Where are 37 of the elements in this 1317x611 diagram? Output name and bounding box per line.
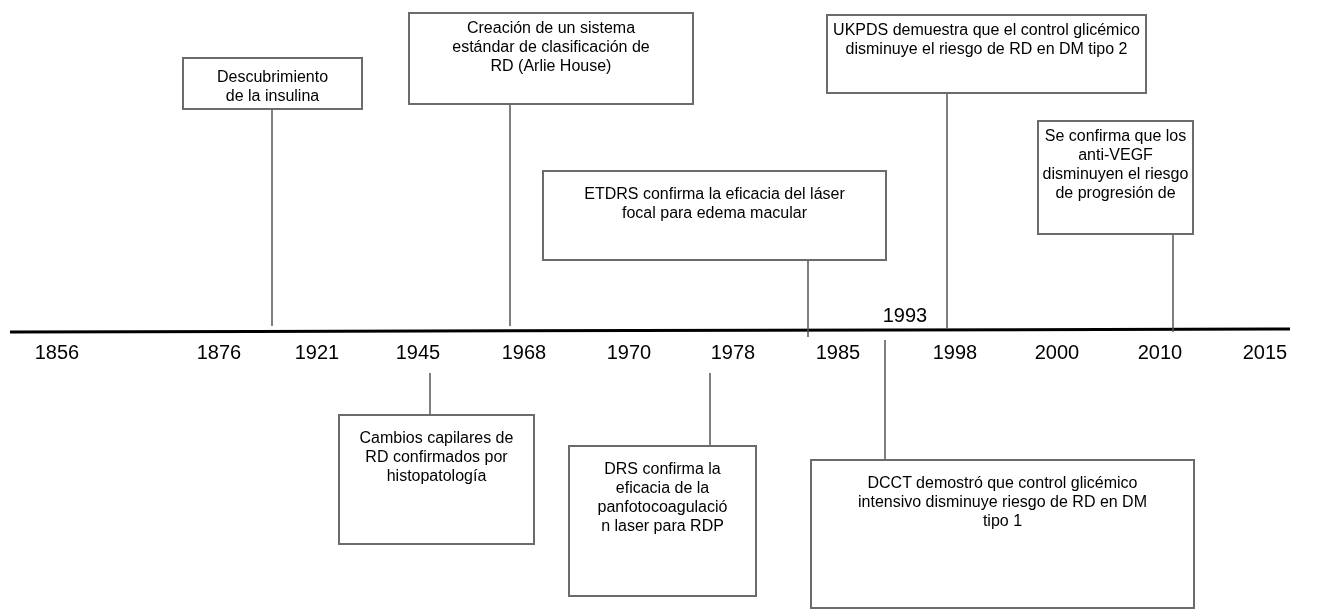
event-box (568, 445, 757, 597)
year-label: 1978 (710, 341, 756, 363)
year-label: 1856 (34, 341, 80, 363)
year-label: 1921 (294, 341, 340, 363)
leader-line (1172, 234, 1174, 333)
year-label: 1993 (882, 304, 928, 326)
year-label: 2010 (1137, 341, 1183, 363)
event-text: Cambios capilares de RD confirmados por histopatología (358, 428, 515, 485)
event-text: Se confirma que los anti-VEGF disminuyen el riesgo de progresión de (1041, 126, 1190, 202)
event-text: Descubrimiento de la insulina (215, 67, 330, 105)
leader-line (429, 372, 431, 415)
event-box (408, 12, 694, 105)
event-box (542, 170, 887, 261)
leader-line (271, 109, 273, 327)
event-text: DCCT demostró que control glicémico intensivo disminuye riesgo de RD en DM tipo 1 (857, 473, 1148, 530)
event-text: ETDRS confirma la eficacia del láser focal para edema macular (583, 184, 846, 222)
event-text: DRS confirma la eficacia de la panfotocoagulació n laser para RDP (596, 459, 729, 535)
event-box (182, 57, 363, 110)
year-label: 1968 (501, 341, 547, 363)
leader-line (709, 372, 711, 446)
event-box (1037, 120, 1194, 235)
event-text: UKPDS demuestra que el control glicémico disminuye el riesgo de RD en DM tipo 2 (832, 20, 1141, 58)
event-box (810, 459, 1195, 609)
event-box (338, 414, 535, 545)
year-label: 1970 (606, 341, 652, 363)
event-text: Creación de un sistema estándar de clasificación de RD (Arlie House) (451, 18, 651, 75)
leader-line (807, 260, 809, 338)
year-label: 1945 (395, 341, 441, 363)
year-label: 1876 (196, 341, 242, 363)
year-label: 1998 (932, 341, 978, 363)
year-label: 2015 (1242, 341, 1288, 363)
leader-line (884, 339, 886, 460)
leader-line (509, 104, 511, 327)
year-label: 1985 (815, 341, 861, 363)
event-box (826, 14, 1147, 94)
year-label: 2000 (1034, 341, 1080, 363)
leader-line (946, 93, 948, 329)
